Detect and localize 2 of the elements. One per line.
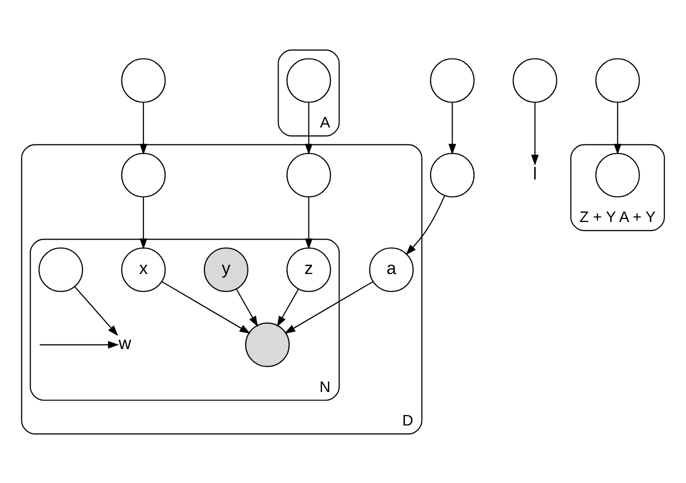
node-text: l — [533, 162, 537, 183]
node-text: w — [118, 332, 132, 352]
